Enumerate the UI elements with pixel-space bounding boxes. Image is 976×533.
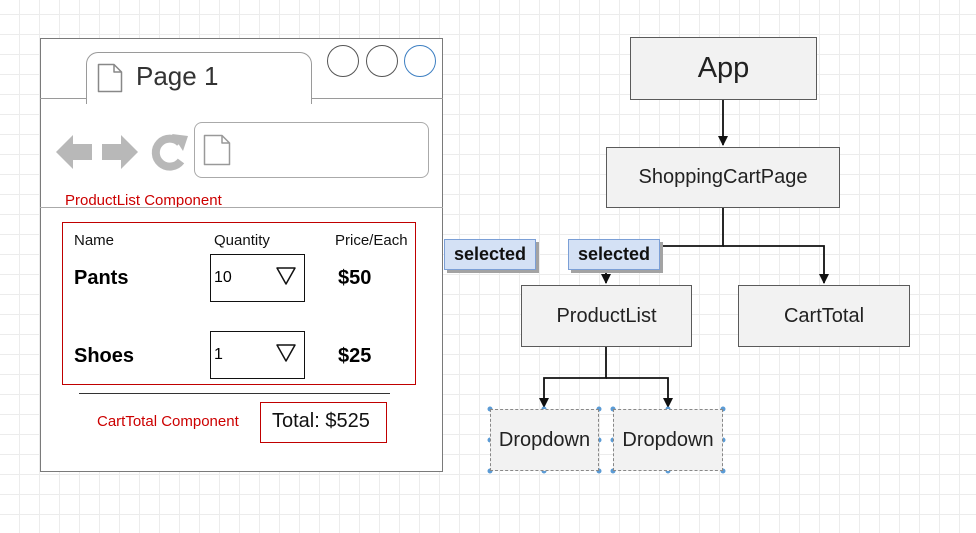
edge-shoppingcartpage-to-carttotal bbox=[723, 245, 829, 284]
quantity-dropdown[interactable]: 1 bbox=[210, 331, 305, 379]
window-control-button[interactable] bbox=[327, 45, 359, 77]
carttotal-component-box bbox=[260, 402, 387, 443]
node-app[interactable]: App bbox=[630, 37, 817, 100]
tab-title: Page 1 bbox=[136, 61, 219, 91]
back-arrow-icon[interactable] bbox=[56, 135, 92, 169]
window-control-button[interactable] bbox=[366, 45, 398, 77]
dropdown-triangle-icon bbox=[276, 267, 296, 285]
carttotal-component-label: CartTotal Component bbox=[97, 413, 239, 430]
column-header-name: Name bbox=[74, 232, 115, 249]
tab-strip-line bbox=[40, 98, 87, 99]
tab-strip-line bbox=[311, 98, 443, 99]
productlist-component-box bbox=[62, 222, 416, 385]
window-control-button[interactable] bbox=[404, 45, 436, 77]
quantity-value: 1 bbox=[214, 346, 223, 363]
document-icon bbox=[97, 63, 123, 93]
quantity-value: 10 bbox=[214, 269, 232, 286]
browser-tab[interactable] bbox=[86, 52, 312, 104]
edge-productlist-to-dropdown-1 bbox=[539, 347, 607, 408]
document-icon bbox=[203, 134, 231, 166]
productlist-component-label: ProductList Component bbox=[65, 192, 222, 209]
product-name: Shoes bbox=[74, 345, 135, 367]
node-productlist[interactable]: ProductList bbox=[521, 285, 692, 347]
divider bbox=[79, 393, 390, 394]
node-carttotal[interactable]: CartTotal bbox=[738, 285, 910, 347]
product-price: $50 bbox=[338, 267, 372, 289]
product-name: Pants bbox=[74, 267, 129, 289]
address-bar[interactable] bbox=[194, 122, 429, 178]
selected-tag: selected bbox=[568, 239, 660, 270]
dropdown-triangle-icon bbox=[276, 344, 296, 362]
node-shoppingcartpage[interactable]: ShoppingCartPage bbox=[606, 147, 840, 208]
edge-productlist-to-dropdown-2 bbox=[606, 377, 673, 408]
node-dropdown[interactable]: Dropdown bbox=[490, 409, 599, 471]
column-header-quantity: Quantity bbox=[214, 232, 270, 249]
forward-arrow-icon[interactable] bbox=[102, 135, 138, 169]
reload-icon[interactable] bbox=[151, 134, 188, 171]
divider bbox=[40, 207, 443, 208]
node-dropdown[interactable]: Dropdown bbox=[613, 409, 723, 471]
selected-tag: selected bbox=[444, 239, 536, 270]
column-header-price: Price/Each bbox=[335, 232, 408, 249]
cart-total-text: Total: $525 bbox=[272, 410, 370, 432]
product-price: $25 bbox=[338, 345, 372, 367]
navigation-controls bbox=[56, 134, 188, 171]
quantity-dropdown[interactable]: 10 bbox=[210, 254, 305, 302]
